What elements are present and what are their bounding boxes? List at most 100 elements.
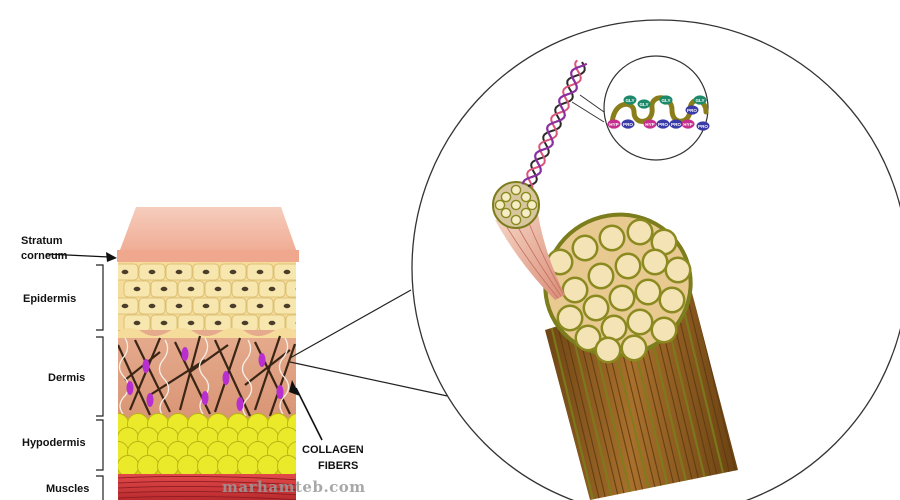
amino-acid-residue: HYP: [643, 119, 657, 129]
svg-text:GLY: GLY: [661, 98, 670, 103]
hypodermis-bracket: [96, 419, 104, 471]
dermis-fiber: [134, 339, 171, 413]
fibroblast-cell: [258, 353, 266, 367]
cell-nucleus: [175, 303, 183, 309]
cell-nucleus: [160, 286, 168, 292]
fibroblast-cell: [181, 347, 189, 361]
fibril-cross-section: [658, 286, 686, 314]
dermis-fibroblasts: [126, 347, 284, 411]
fat-cell: [118, 455, 139, 477]
fibril-cross-section: [641, 248, 669, 276]
helix-zoom-lines: [571, 94, 605, 123]
amino-acid-residue: HYP: [607, 119, 621, 129]
cell-nucleus: [283, 303, 291, 309]
dermis-fiber: [128, 337, 162, 411]
stratum-corneum-front: [117, 250, 299, 262]
fibril-cross-section: [571, 234, 599, 262]
svg-text:GLY: GLY: [695, 98, 704, 103]
zoom-lines: [289, 289, 453, 398]
elastic-fiber: [241, 339, 253, 417]
dermis-bracket: [96, 336, 104, 417]
dermis-fiber: [244, 349, 291, 386]
svg-text:PRO: PRO: [623, 122, 633, 127]
fat-cell: [137, 455, 159, 477]
microfibril: [510, 214, 522, 226]
fibril-cross-section: [614, 252, 642, 280]
cell-nucleus: [214, 320, 222, 326]
cell-nucleus: [148, 303, 156, 309]
muscle-striation: [118, 485, 296, 491]
amino-acid-residue: PRO: [621, 119, 635, 129]
epidermis-bracket: [96, 264, 104, 331]
fibroblast-cell: [236, 397, 244, 411]
microfibril-cross-sections: [494, 184, 538, 226]
muscle-striation: [118, 490, 296, 496]
fibroblast-cell: [126, 381, 134, 395]
helix-strand: [527, 61, 586, 187]
fat-cell: [177, 455, 199, 477]
skin-cross-section: [117, 207, 299, 500]
fat-cell: [257, 455, 279, 477]
fibroblast-cell: [201, 391, 209, 405]
cell-nucleus: [133, 320, 141, 326]
microfibril: [500, 207, 512, 219]
elastic-fiber: [278, 337, 290, 415]
elastic-fiber: [158, 339, 170, 417]
svg-text:GLY: GLY: [625, 98, 634, 103]
muscle-striation: [118, 495, 296, 500]
helix-strand: [522, 62, 588, 185]
fibril-cross-section: [582, 294, 610, 322]
fibril-cross-section: [594, 336, 622, 364]
watermark: marhamteb.com: [222, 478, 366, 496]
fat-cell: [157, 455, 179, 477]
svg-text:PRO: PRO: [671, 122, 681, 127]
fibril-cross-section: [626, 308, 654, 336]
fibroblast-cell: [276, 385, 284, 399]
elastic-fiber: [118, 337, 130, 415]
muscle-striations: [118, 475, 296, 500]
fibroblast-cell: [146, 393, 154, 407]
microfibril: [500, 191, 512, 203]
amino-acid-residue: GLY: [659, 95, 673, 105]
muscles-label: Muscles: [46, 483, 89, 495]
microfibril: [520, 191, 532, 203]
fibril-cross-section: [608, 284, 636, 312]
dermis-fiber: [149, 359, 206, 396]
fiber-striation: [550, 299, 601, 500]
cell-nucleus: [283, 269, 291, 275]
epidermis-label: Epidermis: [23, 293, 76, 305]
cell-nucleus: [121, 303, 129, 309]
cell-nucleus: [133, 286, 141, 292]
elastic-fiber: [198, 337, 210, 415]
muscle-striation: [118, 480, 296, 486]
fibril-cross-section: [600, 314, 628, 342]
collagen-arrow: [289, 380, 323, 441]
amino-acid-residue: PRO: [685, 105, 699, 115]
collagen-fibril: [492, 181, 565, 300]
muscle-striation: [118, 475, 296, 481]
cell-nucleus: [202, 303, 210, 309]
fat-cell: [237, 455, 259, 477]
dermis-fiber: [268, 343, 296, 417]
hypodermis-fat-cells: [118, 413, 296, 477]
fibril-cross-section: [574, 324, 602, 352]
epidermis-cells: [118, 263, 296, 332]
cell-nucleus: [214, 286, 222, 292]
svg-text:GLY: GLY: [639, 102, 648, 107]
cell-nucleus: [295, 321, 296, 325]
fibril-cross-section: [598, 224, 626, 252]
stratum-arrow: [45, 252, 117, 262]
fibroblast-cell: [142, 359, 150, 373]
fibroblast-cell: [222, 371, 230, 385]
fibril-cross-section: [587, 262, 615, 290]
dermis-fiber: [253, 335, 282, 411]
fibril-cross-section: [556, 304, 584, 332]
dermis-fiber: [189, 344, 229, 373]
svg-text:PRO: PRO: [658, 122, 668, 127]
fibril-cross-section: [634, 278, 662, 306]
svg-text:HYP: HYP: [683, 122, 692, 127]
microfibril: [494, 199, 506, 211]
layer-brackets: [96, 264, 104, 500]
stratum-corneum-layer: [117, 207, 299, 258]
